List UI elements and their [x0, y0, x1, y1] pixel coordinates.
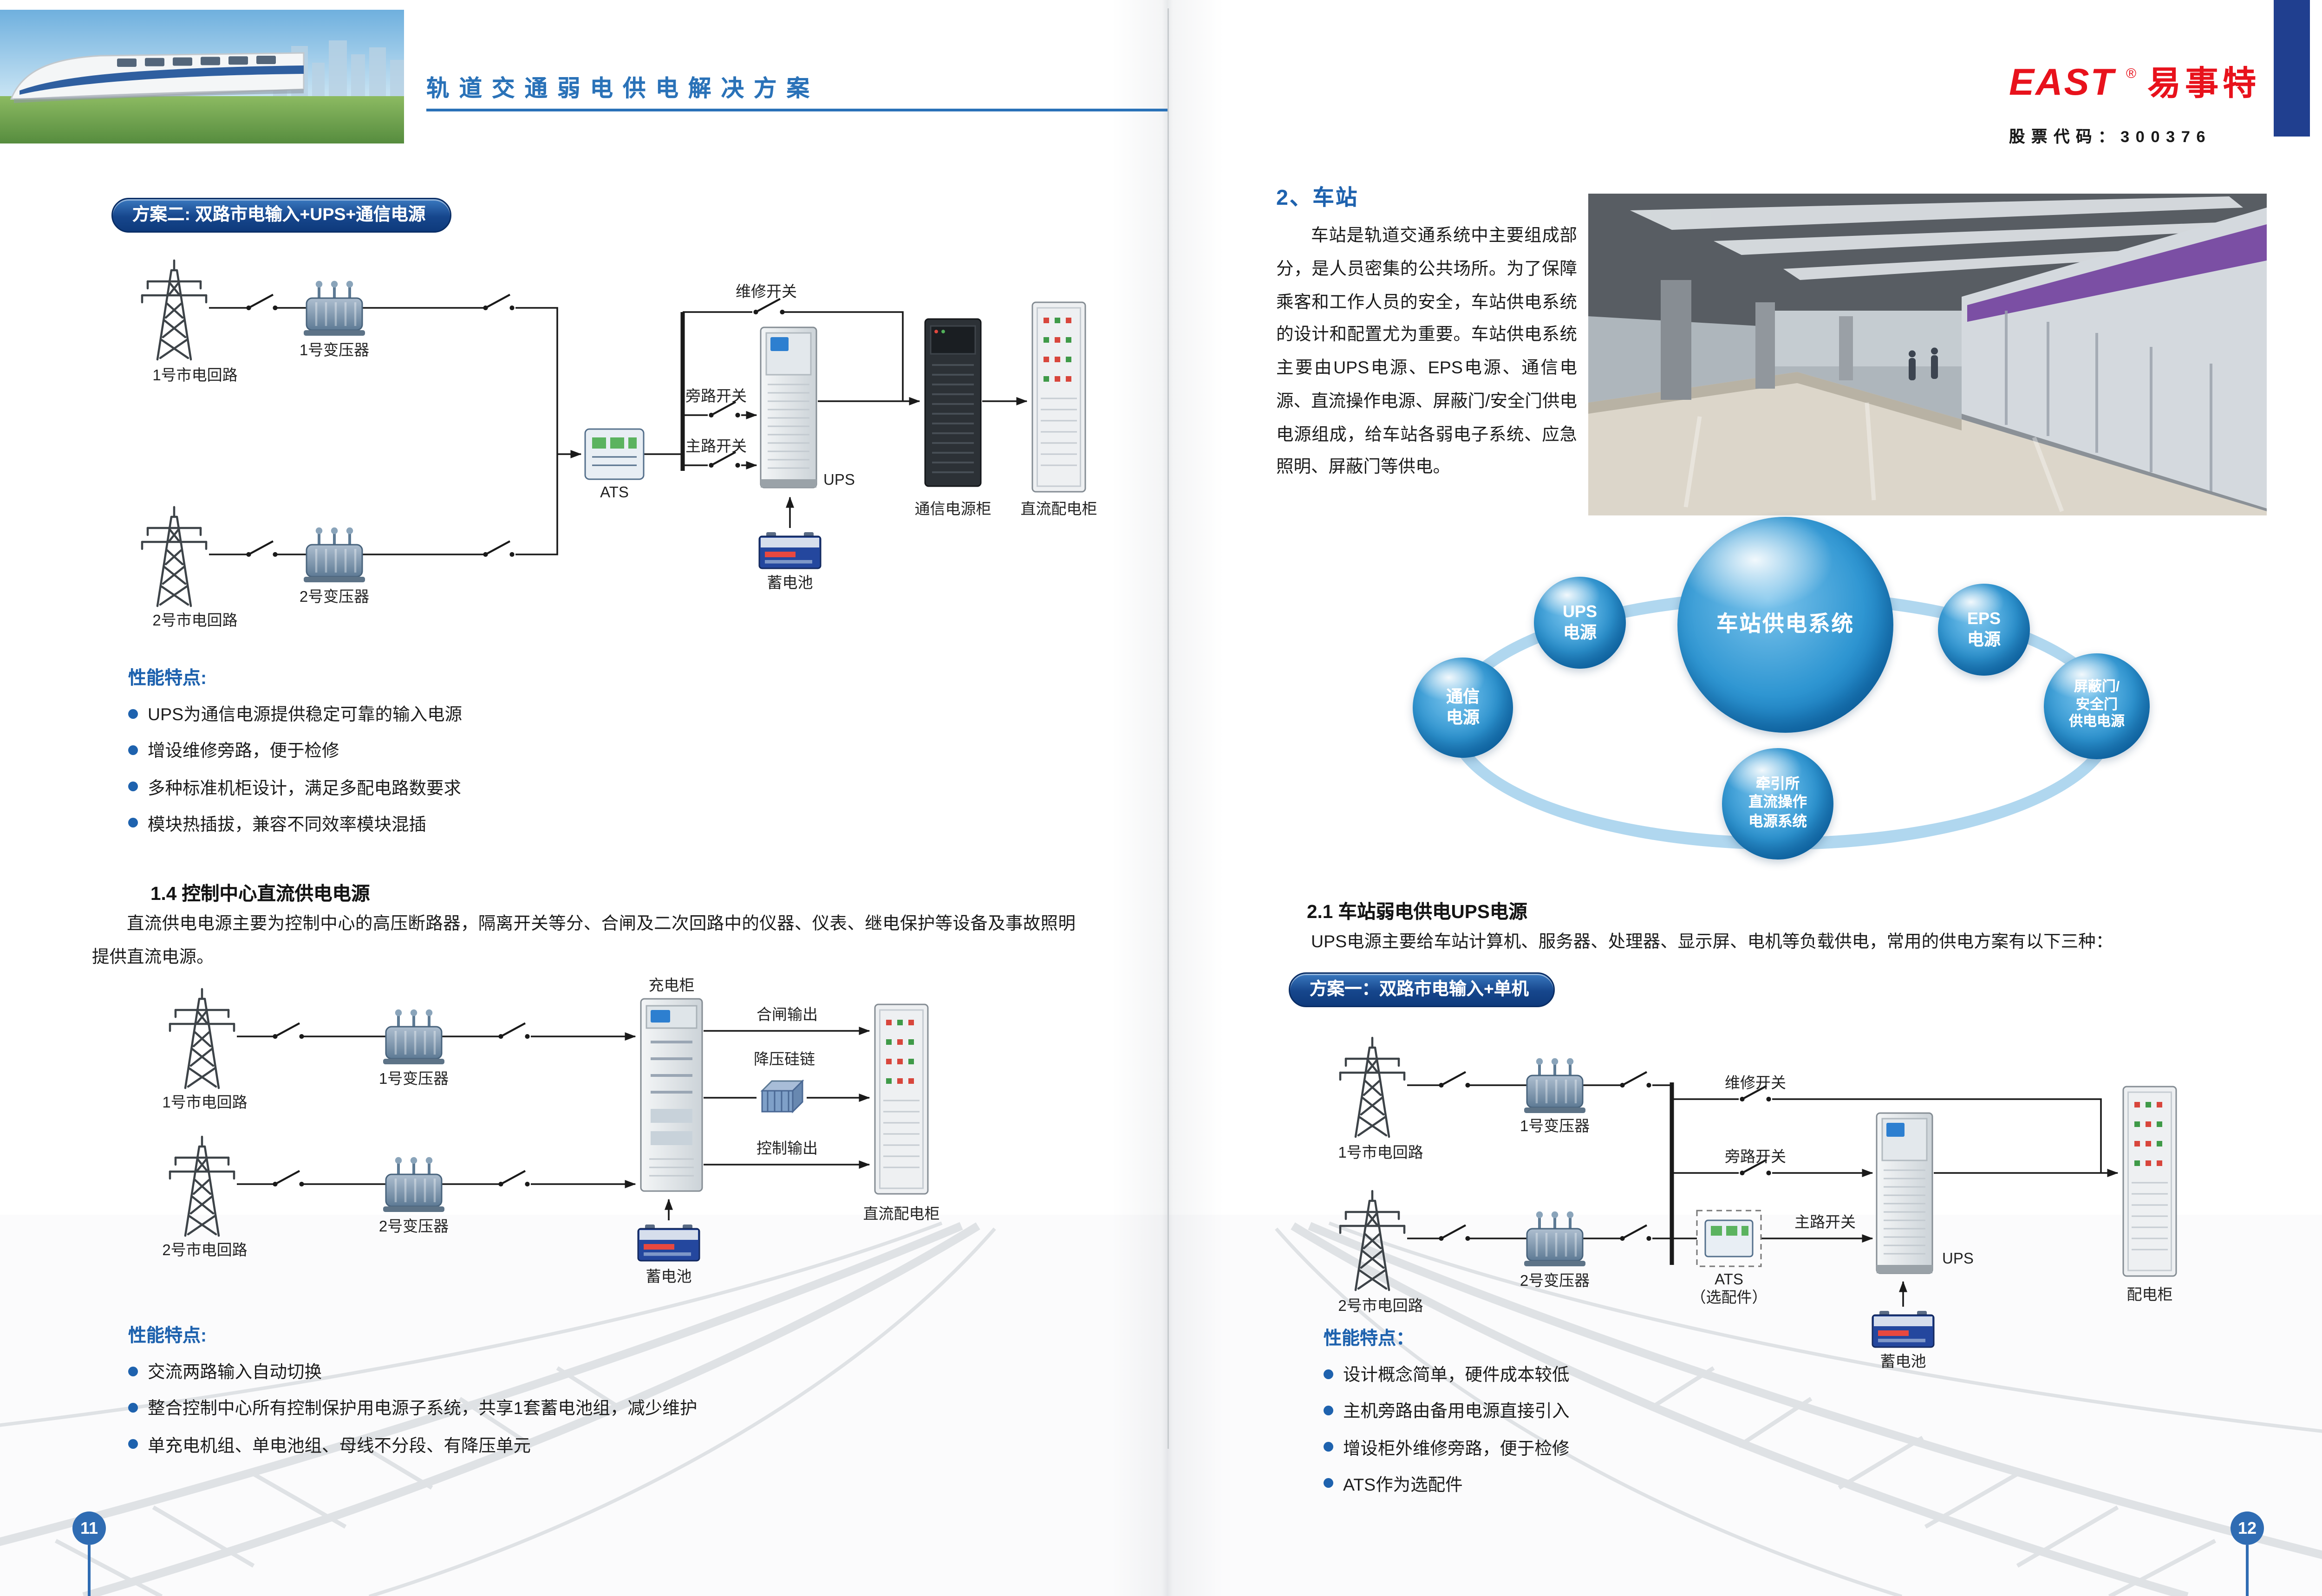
- bullet-dot-icon: [128, 818, 138, 828]
- feature-item: 增设维修旁路，便于检修: [128, 740, 1020, 763]
- corner-accent-block: [2274, 0, 2310, 137]
- bullet-dot-icon: [128, 1402, 138, 1413]
- label-transformer1: 1号变压器: [378, 1071, 449, 1088]
- label-battery: 蓄电池: [646, 1269, 692, 1286]
- bullet-dot-icon: [1324, 1442, 1333, 1452]
- label-dist-cabinet: 配电柜: [2126, 1287, 2173, 1304]
- feature-item: ATS作为选配件: [1324, 1473, 1825, 1496]
- label-battery: 蓄电池: [1880, 1354, 1926, 1371]
- east-logo-text: EAST: [2009, 61, 2115, 103]
- label-main-switch: 主路开关: [685, 439, 747, 456]
- section-2-title: 2、车站: [1276, 187, 1359, 210]
- bullet-dot-icon: [128, 1439, 138, 1449]
- feature-item: UPS为通信电源提供稳定可靠的输入电源: [128, 704, 1020, 726]
- bubble-traction: 牵引所 直流操作 电源系统: [1722, 748, 1833, 860]
- label-transformer2: 2号变压器: [1520, 1273, 1590, 1290]
- label-maintenance-switch: 维修开关: [1725, 1075, 1786, 1092]
- scheme1-wiring-graphic: [1321, 1025, 2177, 1348]
- label-transformer2: 2号变压器: [378, 1219, 449, 1236]
- features-title: 性能特点:: [128, 667, 207, 688]
- features-dc: 性能特点: 交流两路输入自动切换 整合控制中心所有控制保护用电源子系统，共享1套…: [128, 1321, 1034, 1457]
- label-transformer2: 2号变压器: [299, 589, 370, 606]
- features-scheme1: 性能特点： 设计概念简单，硬件成本较低 主机旁路由备用电源直接引入 增设柜外维修…: [1324, 1323, 1825, 1496]
- label-dc-cabinet: 直流配电柜: [1020, 502, 1097, 518]
- page-number-right-line: [2246, 1545, 2249, 1596]
- label-circuit1: 1号市电回路: [162, 1095, 248, 1112]
- label-transformer1: 1号变压器: [1520, 1119, 1590, 1135]
- feature-item: 增设柜外维修旁路，便于检修: [1324, 1437, 1825, 1460]
- label-ats: ATS （选配件）: [1690, 1272, 1768, 1307]
- railway-track-background: [0, 1215, 2322, 1596]
- diagram-scheme2: 1号市电回路 1号变压器 2号市电回路 2号变压器 ATS 维修开关 旁路开关 …: [123, 245, 1098, 642]
- label-main-switch: 主路开关: [1794, 1215, 1856, 1231]
- bullet-dot-icon: [1324, 1478, 1333, 1488]
- section-2-1-body: UPS电源主要给车站计算机、服务器、处理器、显示屏、电机等负载供电，常用的供电方…: [1311, 932, 2113, 951]
- document-title: 轨道交通弱电供电解决方案: [426, 77, 819, 102]
- train-photo: [0, 10, 404, 143]
- label-circuit1: 1号市电回路: [152, 368, 238, 384]
- diagram-scheme1: 1号市电回路 1号变压器 2号市电回路 2号变压器 维修开关 旁路开关 主路开关…: [1321, 1025, 2296, 1381]
- banner-scheme1: 方案一：双路市电输入+单机: [1289, 972, 1555, 1007]
- label-battery: 蓄电池: [767, 575, 813, 592]
- features-title: 性能特点:: [128, 1325, 207, 1346]
- banner-scheme2: 方案二: 双路市电输入+UPS+通信电源: [111, 198, 452, 233]
- label-bypass-switch: 旁路开关: [685, 389, 747, 405]
- label-maintenance-switch: 维修开关: [736, 284, 797, 301]
- label-circuit1: 1号市电回路: [1338, 1145, 1423, 1162]
- section-1-4-title: 1.4 控制中心直流供电电源: [150, 883, 370, 904]
- label-comm-cabinet: 通信电源柜: [914, 502, 991, 518]
- bullet-dot-icon: [1324, 1368, 1333, 1379]
- section-2-body: 车站是轨道交通系统中主要组成部分，是人员密集的公共场所。为了保障乘客和工作人员的…: [1276, 226, 1577, 477]
- bullet-dot-icon: [128, 745, 138, 755]
- label-dc-cabinet: 直流配电柜: [863, 1206, 940, 1223]
- section-2-1-title: 2.1 车站弱电供电UPS电源: [1307, 901, 1527, 922]
- label-closing-output: 合闸输出: [757, 1007, 818, 1024]
- label-charge-cabinet: 充电柜: [648, 978, 695, 995]
- bubble-ups: UPS 电源: [1534, 577, 1626, 669]
- station-photo: [1588, 194, 2267, 515]
- label-circuit2: 2号市电回路: [162, 1243, 248, 1259]
- feature-item: 整合控制中心所有控制保护用电源子系统，共享1套蓄电池组，减少维护: [128, 1398, 1034, 1420]
- label-ats: ATS: [600, 485, 629, 502]
- features-scheme2: 性能特点: UPS为通信电源提供稳定可靠的输入电源 增设维修旁路，便于检修 多种…: [128, 663, 1020, 836]
- bubble-eps: EPS 电源: [1938, 584, 2030, 676]
- bubble-door: 屏蔽门/ 安全门 供电电源: [2044, 653, 2150, 759]
- title-rule: [426, 109, 1168, 111]
- page-number-left: 11: [72, 1511, 106, 1545]
- feature-item: 单充电机组、单电池组、母线不分段、有降压单元: [128, 1434, 1034, 1457]
- section-1-4-body: 直流供电电源主要为控制中心的高压断路器，隔离开关等分、合闸及二次回路中的仪器、仪…: [92, 914, 1076, 967]
- bubble-comm: 通信 电源: [1413, 658, 1513, 758]
- feature-item: 模块热插拔，兼容不同效率模块混插: [128, 813, 1020, 836]
- scheme2-wiring-graphic: [123, 245, 1086, 642]
- label-ups: UPS: [823, 472, 855, 489]
- feature-item: 多种标准机柜设计，满足多配电路数要求: [128, 777, 1020, 800]
- label-control-output: 控制输出: [757, 1141, 818, 1158]
- bubble-center: 车站供电系统: [1677, 517, 1893, 733]
- registered-mark: ®: [2126, 67, 2137, 82]
- label-transformer1: 1号变压器: [299, 343, 370, 359]
- diagram-dc-power: 充电柜 1号市电回路 1号变压器 2号市电回路 2号变压器 合闸输出 降压硅链 …: [146, 975, 1038, 1296]
- brand-cn-text: 易事特: [2147, 65, 2261, 103]
- bullet-dot-icon: [1324, 1405, 1333, 1415]
- brand-logo: EAST ® 易事特: [2009, 56, 2260, 104]
- label-ups: UPS: [1942, 1251, 1974, 1268]
- label-bypass-switch: 旁路开关: [1725, 1149, 1786, 1166]
- page-number-left-line: [88, 1545, 91, 1596]
- center-divider: [1168, 8, 1169, 1449]
- bullet-dot-icon: [128, 782, 138, 791]
- feature-item: 主机旁路由备用电源直接引入: [1324, 1401, 1825, 1423]
- bullet-dot-icon: [128, 1366, 138, 1376]
- dc-wiring-graphic: [146, 975, 929, 1262]
- feature-item: 交流两路输入自动切换: [128, 1361, 1034, 1384]
- label-circuit2: 2号市电回路: [1338, 1298, 1423, 1315]
- page-number-right: 12: [2231, 1511, 2264, 1545]
- features-title: 性能特点：: [1324, 1328, 1415, 1348]
- stock-code: 股票代码：300376: [2009, 130, 2212, 146]
- label-circuit2: 2号市电回路: [152, 613, 238, 630]
- feature-item: 设计概念简单，硬件成本较低: [1324, 1364, 1825, 1387]
- label-silicon-chain: 降压硅链: [754, 1052, 815, 1068]
- bullet-dot-icon: [128, 708, 138, 718]
